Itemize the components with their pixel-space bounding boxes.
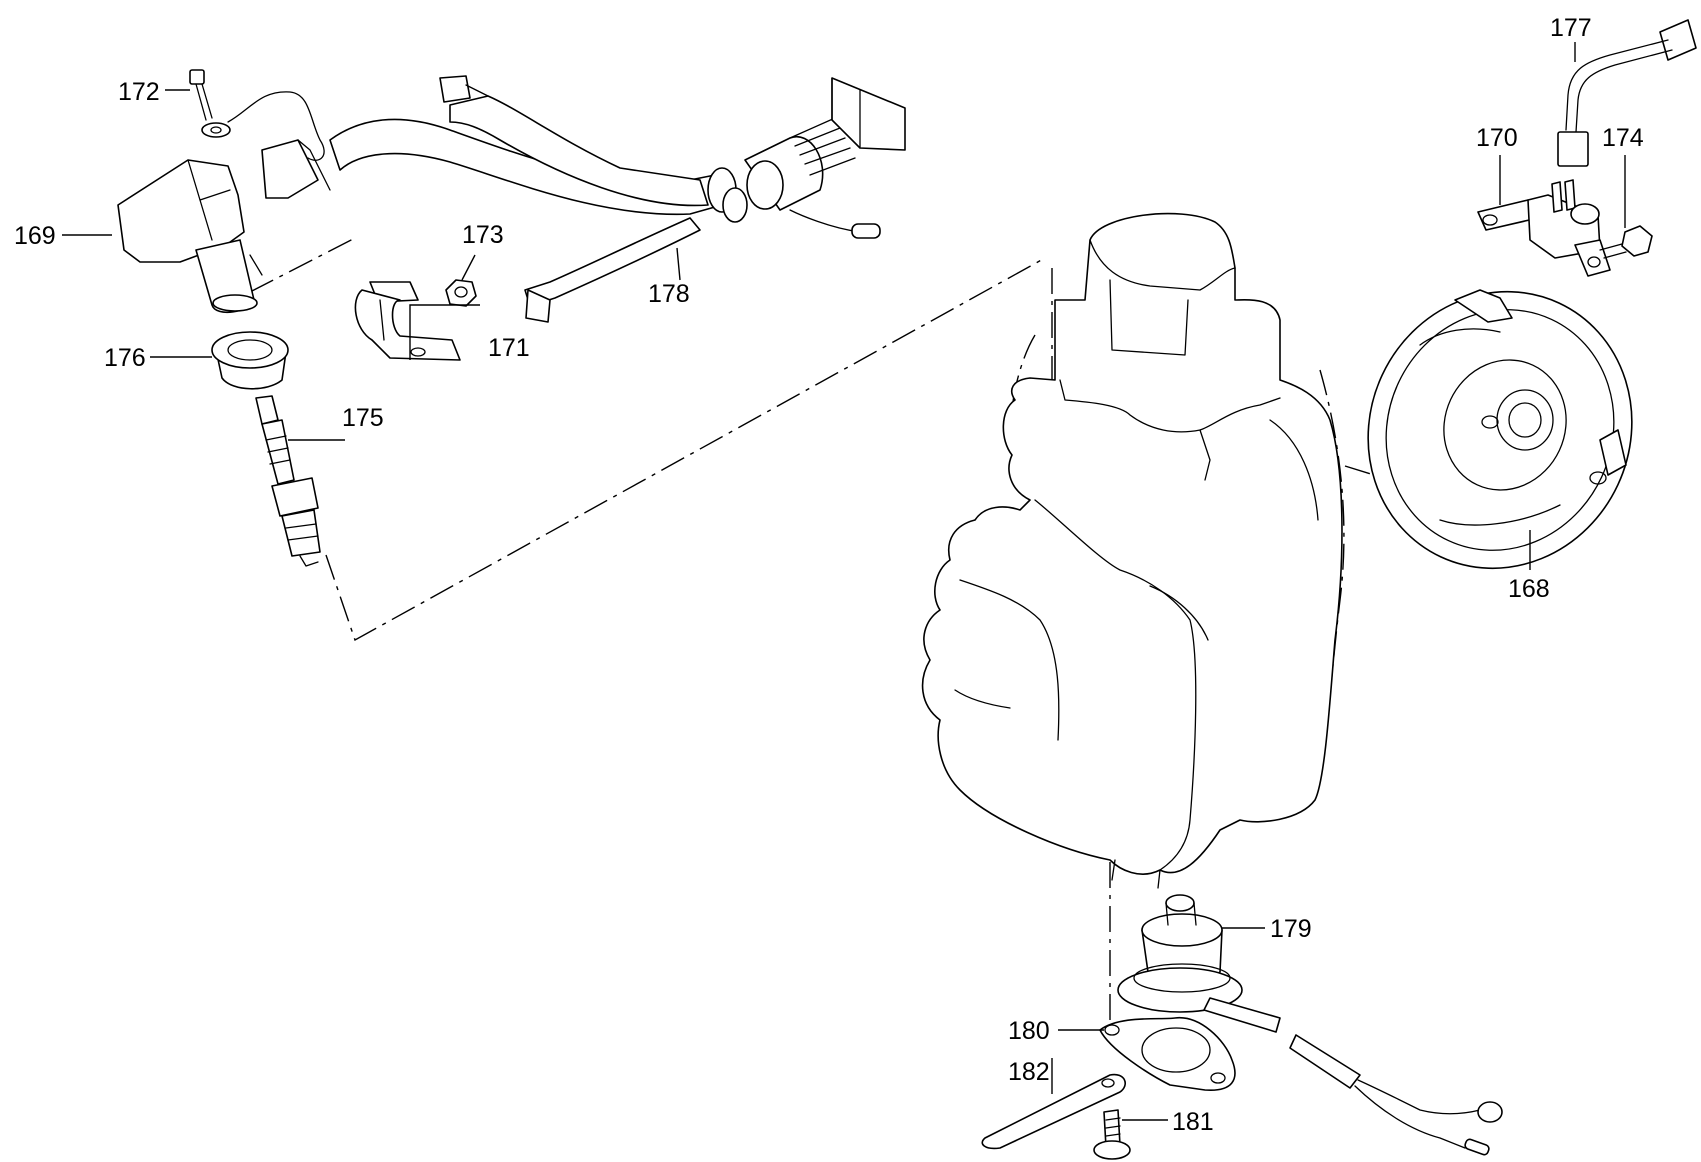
part-labels: 168 169 170 171 172 173 174 175 176 177 … xyxy=(14,14,1644,1136)
gasket[interactable] xyxy=(1099,1017,1236,1091)
bolt[interactable] xyxy=(1599,225,1653,259)
strap-bolt[interactable] xyxy=(1093,1109,1131,1160)
label-182: 182 xyxy=(1008,1058,1050,1086)
label-180: 180 xyxy=(1008,1017,1050,1045)
label-178: 178 xyxy=(648,280,690,308)
label-174: 174 xyxy=(1602,124,1644,152)
label-173: 173 xyxy=(462,221,504,249)
label-181: 181 xyxy=(1172,1108,1214,1136)
label-179: 179 xyxy=(1270,915,1312,943)
ground-wire xyxy=(227,91,325,161)
leader-lines xyxy=(62,42,1626,1121)
ground-strap[interactable] xyxy=(981,1073,1126,1150)
label-177: 177 xyxy=(1550,14,1592,42)
label-175: 175 xyxy=(342,404,384,432)
sensor-switch[interactable] xyxy=(1477,179,1611,277)
ignition-coil[interactable] xyxy=(117,159,263,314)
thermo-switch[interactable] xyxy=(1117,894,1503,1156)
spark-plug[interactable] xyxy=(255,395,321,567)
hex-nut[interactable] xyxy=(445,279,477,307)
plug-boot[interactable] xyxy=(211,331,289,390)
wire-harness[interactable] xyxy=(261,75,906,323)
label-170: 170 xyxy=(1476,124,1518,152)
label-176: 176 xyxy=(104,344,146,372)
flywheel[interactable] xyxy=(1323,248,1677,612)
label-169: 169 xyxy=(14,222,56,250)
label-171: 171 xyxy=(488,334,530,362)
label-168: 168 xyxy=(1508,575,1550,603)
ground-screw[interactable] xyxy=(189,69,231,138)
label-172: 172 xyxy=(118,78,160,106)
engine-block xyxy=(921,212,1343,889)
connector-lead[interactable] xyxy=(1557,19,1697,167)
coil-bracket[interactable] xyxy=(354,281,461,361)
